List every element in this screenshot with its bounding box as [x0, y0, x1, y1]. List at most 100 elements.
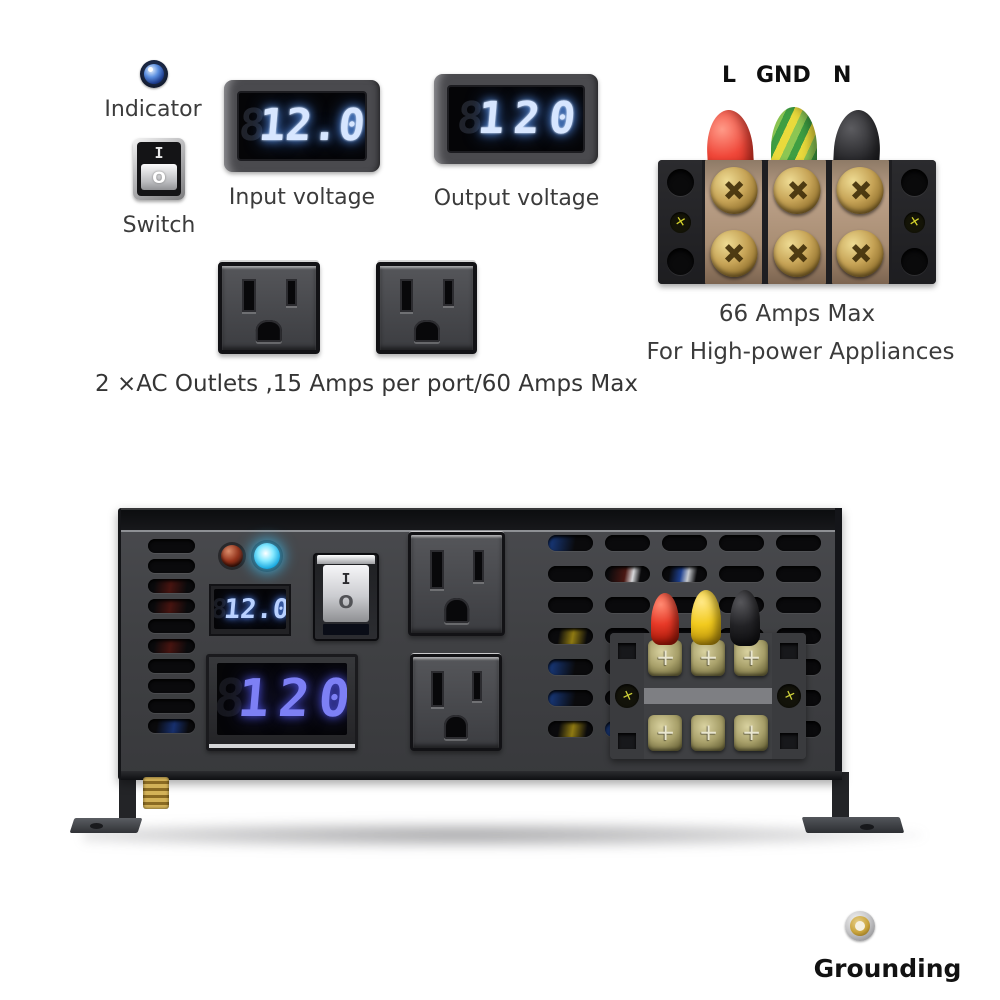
vent-slot	[605, 535, 650, 551]
mount-hole-icon	[900, 248, 928, 275]
ac-terminal-block-diagram: ✕ ✚ ✚ ✚ ✚ ✚ ✚ ✕	[658, 104, 936, 284]
panel-right-edge	[835, 508, 842, 780]
mount-hole-icon	[666, 248, 694, 275]
brass-screw-icon: ✕	[648, 640, 682, 676]
switch-body: I O	[137, 142, 181, 196]
switch-bevel	[317, 555, 375, 564]
brass-screw-icon: ✚	[773, 167, 821, 214]
switch-off-mark: O	[338, 592, 354, 613]
vent-slot	[776, 566, 821, 582]
brass-screw-icon: ✚	[836, 167, 884, 214]
neutral-slot-icon	[399, 278, 414, 313]
indicator-led-dome	[144, 64, 164, 84]
vent-slot	[148, 679, 195, 693]
grounding-core	[855, 921, 865, 931]
dc-negative-boot	[730, 590, 760, 646]
terminal-strip: ✕ ✕	[732, 633, 770, 759]
grounding-terminal-icon	[845, 911, 875, 941]
panel-dc-terminal-block: ✕ ✕ ✕ ✕ ✕ ✕ ✕	[610, 633, 806, 759]
panel-ac-outlet-top	[408, 532, 505, 636]
vent-slot	[776, 535, 821, 551]
ac-outlet-icon	[376, 262, 477, 354]
output-voltage-value: 120	[475, 93, 585, 144]
ground-slot-icon	[443, 597, 470, 624]
mount-hole-icon	[900, 169, 928, 196]
vent-slot	[148, 539, 195, 553]
ground-slot-icon	[413, 319, 440, 342]
terminal-end-cap: ✕	[892, 160, 936, 284]
vent-slot	[662, 566, 707, 582]
vent-slot	[548, 535, 593, 551]
line-terminal-label: L	[722, 63, 737, 88]
neutral-slot-icon	[430, 549, 444, 589]
vent-slot	[148, 699, 195, 713]
brass-screw-icon: ✚	[710, 167, 758, 214]
brass-screw-icon: ✕	[734, 640, 768, 676]
vent-slot	[719, 535, 764, 551]
terminal-end-cap: ✕	[658, 160, 702, 284]
power-switch-icon: I O	[133, 138, 185, 200]
ac-outlet-icon	[218, 262, 320, 354]
vent-slot	[662, 535, 707, 551]
brass-screw-icon: ✕	[691, 715, 725, 751]
indicator-led-icon	[140, 60, 168, 88]
terminal-strip-line: ✚ ✚	[705, 160, 763, 284]
dc-positive-boot	[651, 593, 679, 645]
neutral-terminal-label: N	[833, 63, 852, 88]
vent-slot	[776, 597, 821, 613]
vent-slot	[148, 719, 195, 733]
neutral-slot-icon	[431, 670, 444, 708]
mount-hole-icon	[780, 733, 798, 749]
terminal-caption-amps: 66 Amps Max	[718, 301, 876, 327]
unit-shadow	[83, 821, 923, 849]
bracket-hole-icon	[860, 824, 874, 830]
power-led	[254, 543, 280, 569]
grounding-screw-photo	[143, 777, 169, 809]
brass-screw-icon: ✕	[648, 715, 682, 751]
bracket-hole-icon	[90, 823, 103, 829]
vent-slot	[548, 597, 593, 613]
input-voltage-label: Input voltage	[228, 185, 376, 210]
switch-rocker: O	[141, 164, 177, 190]
switch-off-mark: O	[152, 167, 166, 187]
switch-on-mark: I	[341, 570, 351, 588]
vent-slot	[148, 579, 195, 593]
terminal-strips: ✕ ✕ ✕ ✕ ✕ ✕	[644, 633, 772, 759]
vent-slot	[148, 559, 195, 573]
terminal-strip-ground: ✚ ✚	[768, 160, 826, 284]
cap-screw-icon: ✕	[615, 684, 639, 708]
left-vent-column	[148, 539, 195, 733]
vent-slot	[719, 566, 764, 582]
terminal-end-cap: ✕	[610, 633, 644, 759]
brass-screw-icon: ✚	[836, 230, 884, 277]
input-voltage-value: 12.0	[257, 100, 367, 151]
terminal-caption-appliances: For High-power Appliances	[646, 339, 955, 365]
neutral-slot-icon	[241, 278, 256, 313]
vent-slot	[605, 566, 650, 582]
mounting-bracket-left-foot	[69, 818, 143, 833]
mounting-bracket-right	[832, 772, 849, 822]
panel-input-value: 12.0	[222, 593, 286, 625]
hot-slot-icon	[471, 670, 482, 701]
terminal-strip-neutral: ✚ ✚	[831, 160, 889, 284]
brass-screw-icon: ✚	[773, 230, 821, 277]
terminal-block-housing: ✕ ✚ ✚ ✚ ✚ ✚ ✚ ✕	[658, 160, 936, 284]
cap-screw-icon: ✕	[669, 211, 691, 233]
ground-slot-icon	[255, 319, 283, 342]
hot-slot-icon	[285, 278, 298, 307]
panel-ac-outlet-bottom	[410, 654, 502, 751]
mount-hole-icon	[618, 733, 636, 749]
mount-hole-icon	[618, 643, 636, 659]
ac-outlets-caption: 2 ×AC Outlets ,15 Amps per port/60 Amps …	[95, 371, 638, 397]
vent-slot	[148, 599, 195, 613]
mount-hole-icon	[780, 643, 798, 659]
vent-slot	[548, 628, 593, 644]
vent-slot	[548, 690, 593, 706]
